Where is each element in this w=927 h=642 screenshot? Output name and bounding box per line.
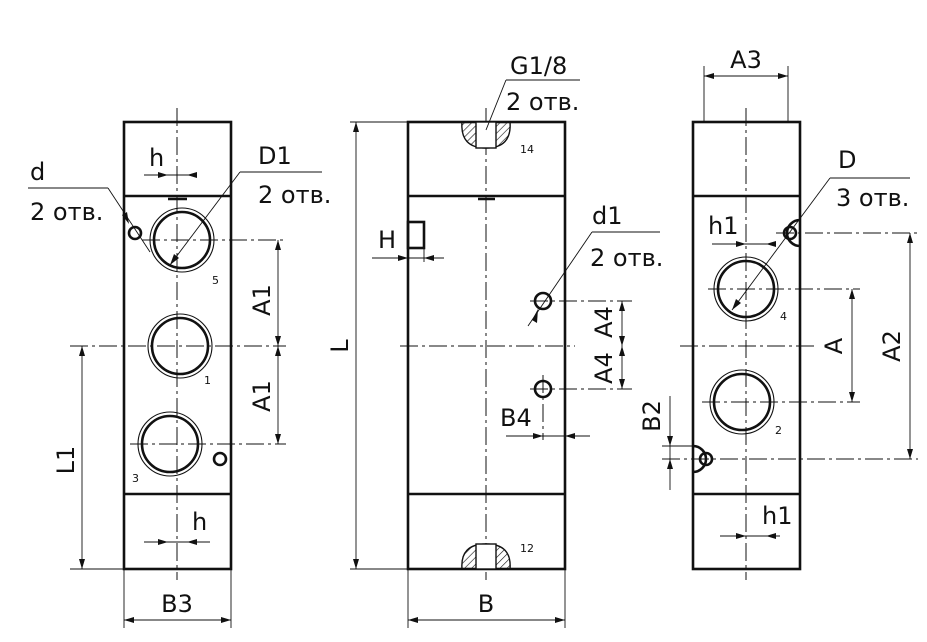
left-dim-d1-leader	[169, 171, 241, 266]
left-port-1-number: 1	[204, 374, 211, 387]
left-dim-d-label: d	[30, 158, 45, 186]
right-dim-h1-bottom-label: h1	[762, 502, 792, 530]
left-dim-h-top-label: h	[149, 144, 164, 172]
right-dim-a-arrow-bottom	[849, 392, 855, 402]
right-dim-a2-label: A2	[878, 330, 906, 362]
middle-dim-g-qty: 2 отв.	[506, 88, 579, 116]
middle-dim-a4-arrow-4	[619, 379, 625, 389]
left-dim-l1-arrow-top	[79, 346, 85, 356]
middle-pilot-port-14-bore	[475, 121, 497, 149]
middle-dim-l-arrow-top	[353, 122, 359, 132]
middle-dim-l-arrow-bottom	[353, 559, 359, 569]
left-dim-a1-upper-label: A1	[248, 284, 276, 316]
middle-view: 14 12 G1/8 2 отв. H L d1 2	[326, 52, 663, 628]
middle-dim-b4-label: B4	[500, 404, 532, 432]
right-dim-a3-label: A3	[730, 46, 762, 74]
middle-pilot-port-12-bore	[475, 543, 497, 570]
middle-dim-g-leader	[485, 79, 507, 131]
middle-dim-b-arrow-r	[555, 617, 565, 623]
left-dim-a1-arrow-3	[275, 346, 281, 356]
right-dim-h1-top-arrow-r	[766, 241, 776, 247]
left-mount-hole-lower	[212, 451, 228, 467]
left-dim-d1-qty: 2 отв.	[258, 181, 331, 209]
left-dim-a1-lower-label: A1	[248, 380, 276, 412]
right-dim-d-qty: 3 отв.	[836, 184, 909, 212]
right-dim-b2-arrow-bottom	[667, 459, 673, 469]
right-dim-h1-top-label: h1	[708, 212, 738, 240]
left-dim-b3-arrow-l	[124, 617, 134, 623]
middle-dim-g-label: G1/8	[510, 52, 567, 80]
right-dim-h1-top-arrow-l	[736, 241, 746, 247]
left-port-3-number: 3	[132, 472, 139, 485]
right-dim-h1-bottom-arrow-r	[766, 533, 776, 539]
right-dim-a2-arrow-bottom	[907, 449, 913, 459]
right-dim-b2-label: B2	[638, 400, 666, 432]
middle-side-boss	[406, 220, 426, 250]
middle-dim-a4-upper-label: A4	[590, 306, 618, 338]
right-view: A3 D 3 отв. h1 A A2 B2 h1 4 2	[638, 46, 918, 580]
right-dim-a3-arrow-l	[704, 73, 714, 79]
middle-port-12-number: 12	[520, 542, 534, 555]
left-dim-a1-arrow-4	[275, 434, 281, 444]
middle-dim-a4-arrow-2	[619, 336, 625, 346]
right-dim-h1-bottom-arrow-l	[736, 533, 746, 539]
middle-dim-d1-qty: 2 отв.	[590, 244, 663, 272]
middle-dim-h-label: H	[378, 226, 396, 254]
left-mount-hole-upper	[127, 225, 143, 241]
middle-dim-d1-arrow	[532, 309, 538, 323]
left-dim-l1-label: L1	[52, 446, 80, 475]
middle-dim-b-label: B	[478, 590, 494, 618]
middle-dim-a4-arrow-3	[619, 346, 625, 356]
right-dim-a-arrow-top	[849, 289, 855, 299]
left-dim-h-bottom-arrow-l	[158, 539, 168, 545]
right-dim-d-arrow	[732, 299, 741, 310]
middle-port-14-number: 14	[520, 143, 534, 156]
left-dim-b3-arrow-r	[221, 617, 231, 623]
left-port-5-number: 5	[212, 274, 219, 287]
right-dim-d-leader	[731, 177, 831, 311]
left-dim-d1-arrow	[170, 254, 179, 265]
left-port-1-outer	[147, 313, 213, 379]
right-dim-a-label: A	[820, 337, 848, 354]
middle-dim-b4-arrow-r	[565, 433, 575, 439]
right-dim-a2-arrow-top	[907, 233, 913, 243]
right-dim-d-label: D	[838, 146, 856, 174]
middle-dim-a4-arrow-1	[619, 301, 625, 311]
left-dim-d-qty: 2 отв.	[30, 198, 103, 226]
left-dim-h-top-arrow-r	[187, 172, 197, 178]
left-dim-h-top-arrow-l	[158, 172, 168, 178]
left-dim-a1-arrow-1	[275, 240, 281, 250]
middle-dim-h-arrow-r	[424, 255, 434, 261]
middle-dim-b4-arrow-l	[533, 433, 543, 439]
right-dim-b2-arrow-top	[667, 436, 673, 446]
left-dim-h-bottom-label: h	[192, 508, 207, 536]
right-dim-a3-arrow-r	[778, 73, 788, 79]
left-dim-l1-arrow-bottom	[79, 559, 85, 569]
left-dim-b3-label: B3	[161, 590, 193, 618]
left-dim-h-bottom-arrow-r	[187, 539, 197, 545]
left-dim-d-arrow	[122, 212, 129, 224]
middle-dim-l-label: L	[326, 339, 354, 353]
right-port-4-number: 4	[780, 310, 787, 323]
middle-dim-d1-leader	[527, 231, 593, 327]
middle-dim-h-arrow-l	[398, 255, 408, 261]
left-dim-a1-arrow-2	[275, 336, 281, 346]
middle-dim-d1-label: d1	[592, 202, 623, 230]
right-port-2-number: 2	[775, 424, 782, 437]
left-dim-d-leader	[107, 187, 151, 253]
left-view: h D1 2 отв. d 2 отв. A1 A1 L1 h	[28, 108, 331, 628]
middle-dim-b-arrow-l	[408, 617, 418, 623]
middle-dim-a4-lower-label: A4	[590, 352, 618, 384]
left-dim-d1-label: D1	[258, 142, 292, 170]
